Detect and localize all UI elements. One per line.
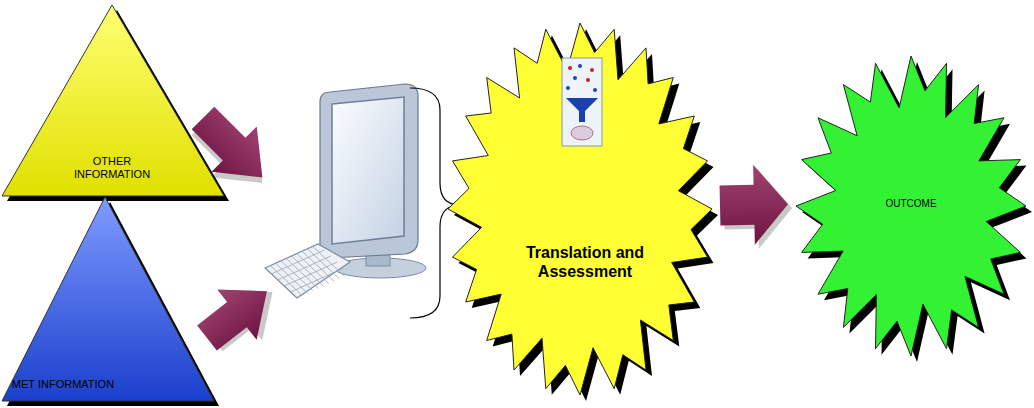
arrow-shadow [723,168,793,249]
connector-layer [719,164,793,250]
monitor-screen [332,97,404,244]
key-grid [265,244,350,298]
node-label: OTHER INFORMATION [62,155,162,181]
starburst-shape [448,23,712,395]
icon-dot [566,86,570,90]
info-triangle: OTHER INFORMATION [0,3,232,203]
block-arrow [187,266,286,363]
node-outline [0,195,222,408]
icon-dot [578,64,582,68]
node-label: MET INFORMATION [8,378,118,391]
funnel-icon [562,58,602,146]
icon-dot [568,66,572,70]
triangle-shape [2,197,214,401]
node-outline [440,15,720,403]
block-arrow [719,164,793,250]
starburst-shape [796,56,1026,356]
node-label: Translation and Assessment [510,243,660,281]
starburst-process: Translation and Assessment [440,15,720,403]
info-triangle: MET INFORMATION [0,195,222,408]
keyboard [265,244,350,298]
node-label: OUTCOME [861,198,961,210]
icon-brain [571,126,593,140]
icon-card [562,58,602,146]
curly-bracket [410,88,460,318]
icon-dot [590,68,594,72]
computer-illustration [265,84,426,298]
triangle-shape [2,5,224,196]
keyboard-keys [265,244,350,298]
arrow-body [719,164,789,245]
starburst-outcome: OUTCOME [788,48,1034,364]
monitor-shell [320,84,418,258]
icon-dot [573,76,577,80]
icon-funnel [566,98,598,122]
icon-dot [593,88,597,92]
icon-dot [586,78,590,82]
